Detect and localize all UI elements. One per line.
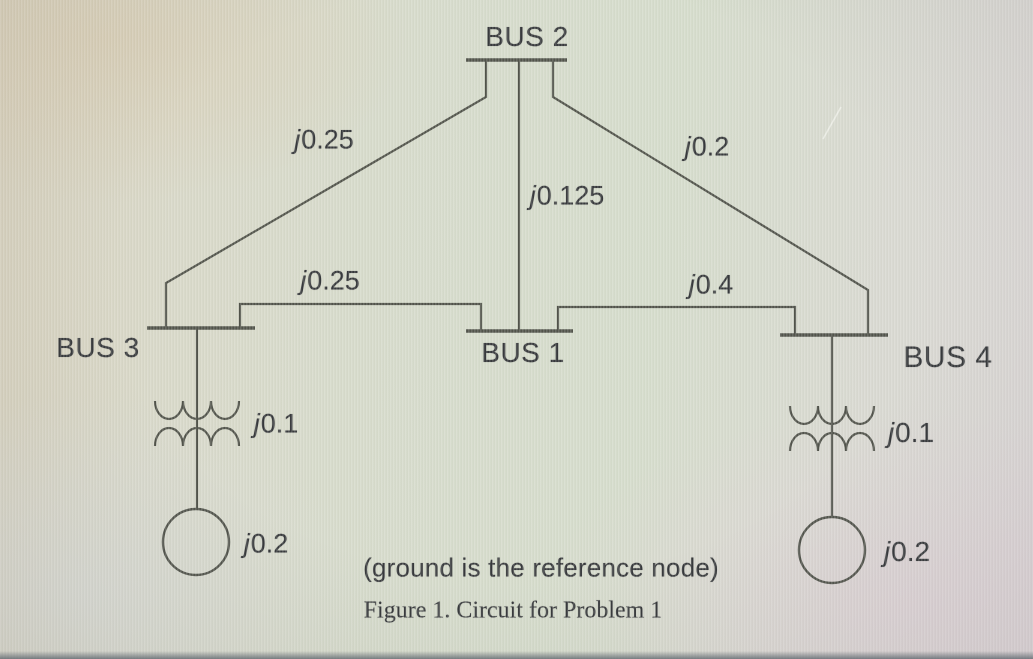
bus3-transformer-reactance: j0.1 <box>253 408 299 439</box>
reactance-bus2-bus3: j0.25 <box>294 124 354 155</box>
bus3-generator-reactance: j0.2 <box>243 528 289 559</box>
bus3-generator-icon <box>161 507 231 577</box>
figure-caption: Figure 1. Circuit for Problem 1 <box>363 597 663 624</box>
bus4-transformer-reactance: j0.1 <box>887 417 935 448</box>
bus4-label: BUS 4 <box>903 341 993 374</box>
bus4-generator-icon <box>797 515 867 585</box>
line-bus1-bus4 <box>556 305 797 334</box>
line-bus2-bus3 <box>164 60 488 327</box>
reactance-bus1-bus4: j0.4 <box>688 269 734 300</box>
line-bus3-bus1 <box>238 302 483 330</box>
bus1-label: BUS 1 <box>481 337 565 368</box>
bus2-label: BUS 2 <box>485 21 569 52</box>
reactance-bus3-bus1: j0.25 <box>300 265 360 296</box>
reactance-bus2-bus1: j0.125 <box>529 180 605 211</box>
bus4-generator-reactance: j0.2 <box>883 536 931 567</box>
reactance-bus2-bus4: j0.2 <box>684 131 730 162</box>
bus3-transformer-icon <box>153 400 241 447</box>
bus3-label: BUS 3 <box>56 332 140 363</box>
photo-scratch <box>822 106 842 140</box>
ground-reference-note: (ground is the reference node) <box>363 552 719 583</box>
bus4-transformer-icon <box>788 405 876 452</box>
photo-bottom-edge <box>0 651 1033 659</box>
line-bus2-bus4 <box>551 60 870 334</box>
